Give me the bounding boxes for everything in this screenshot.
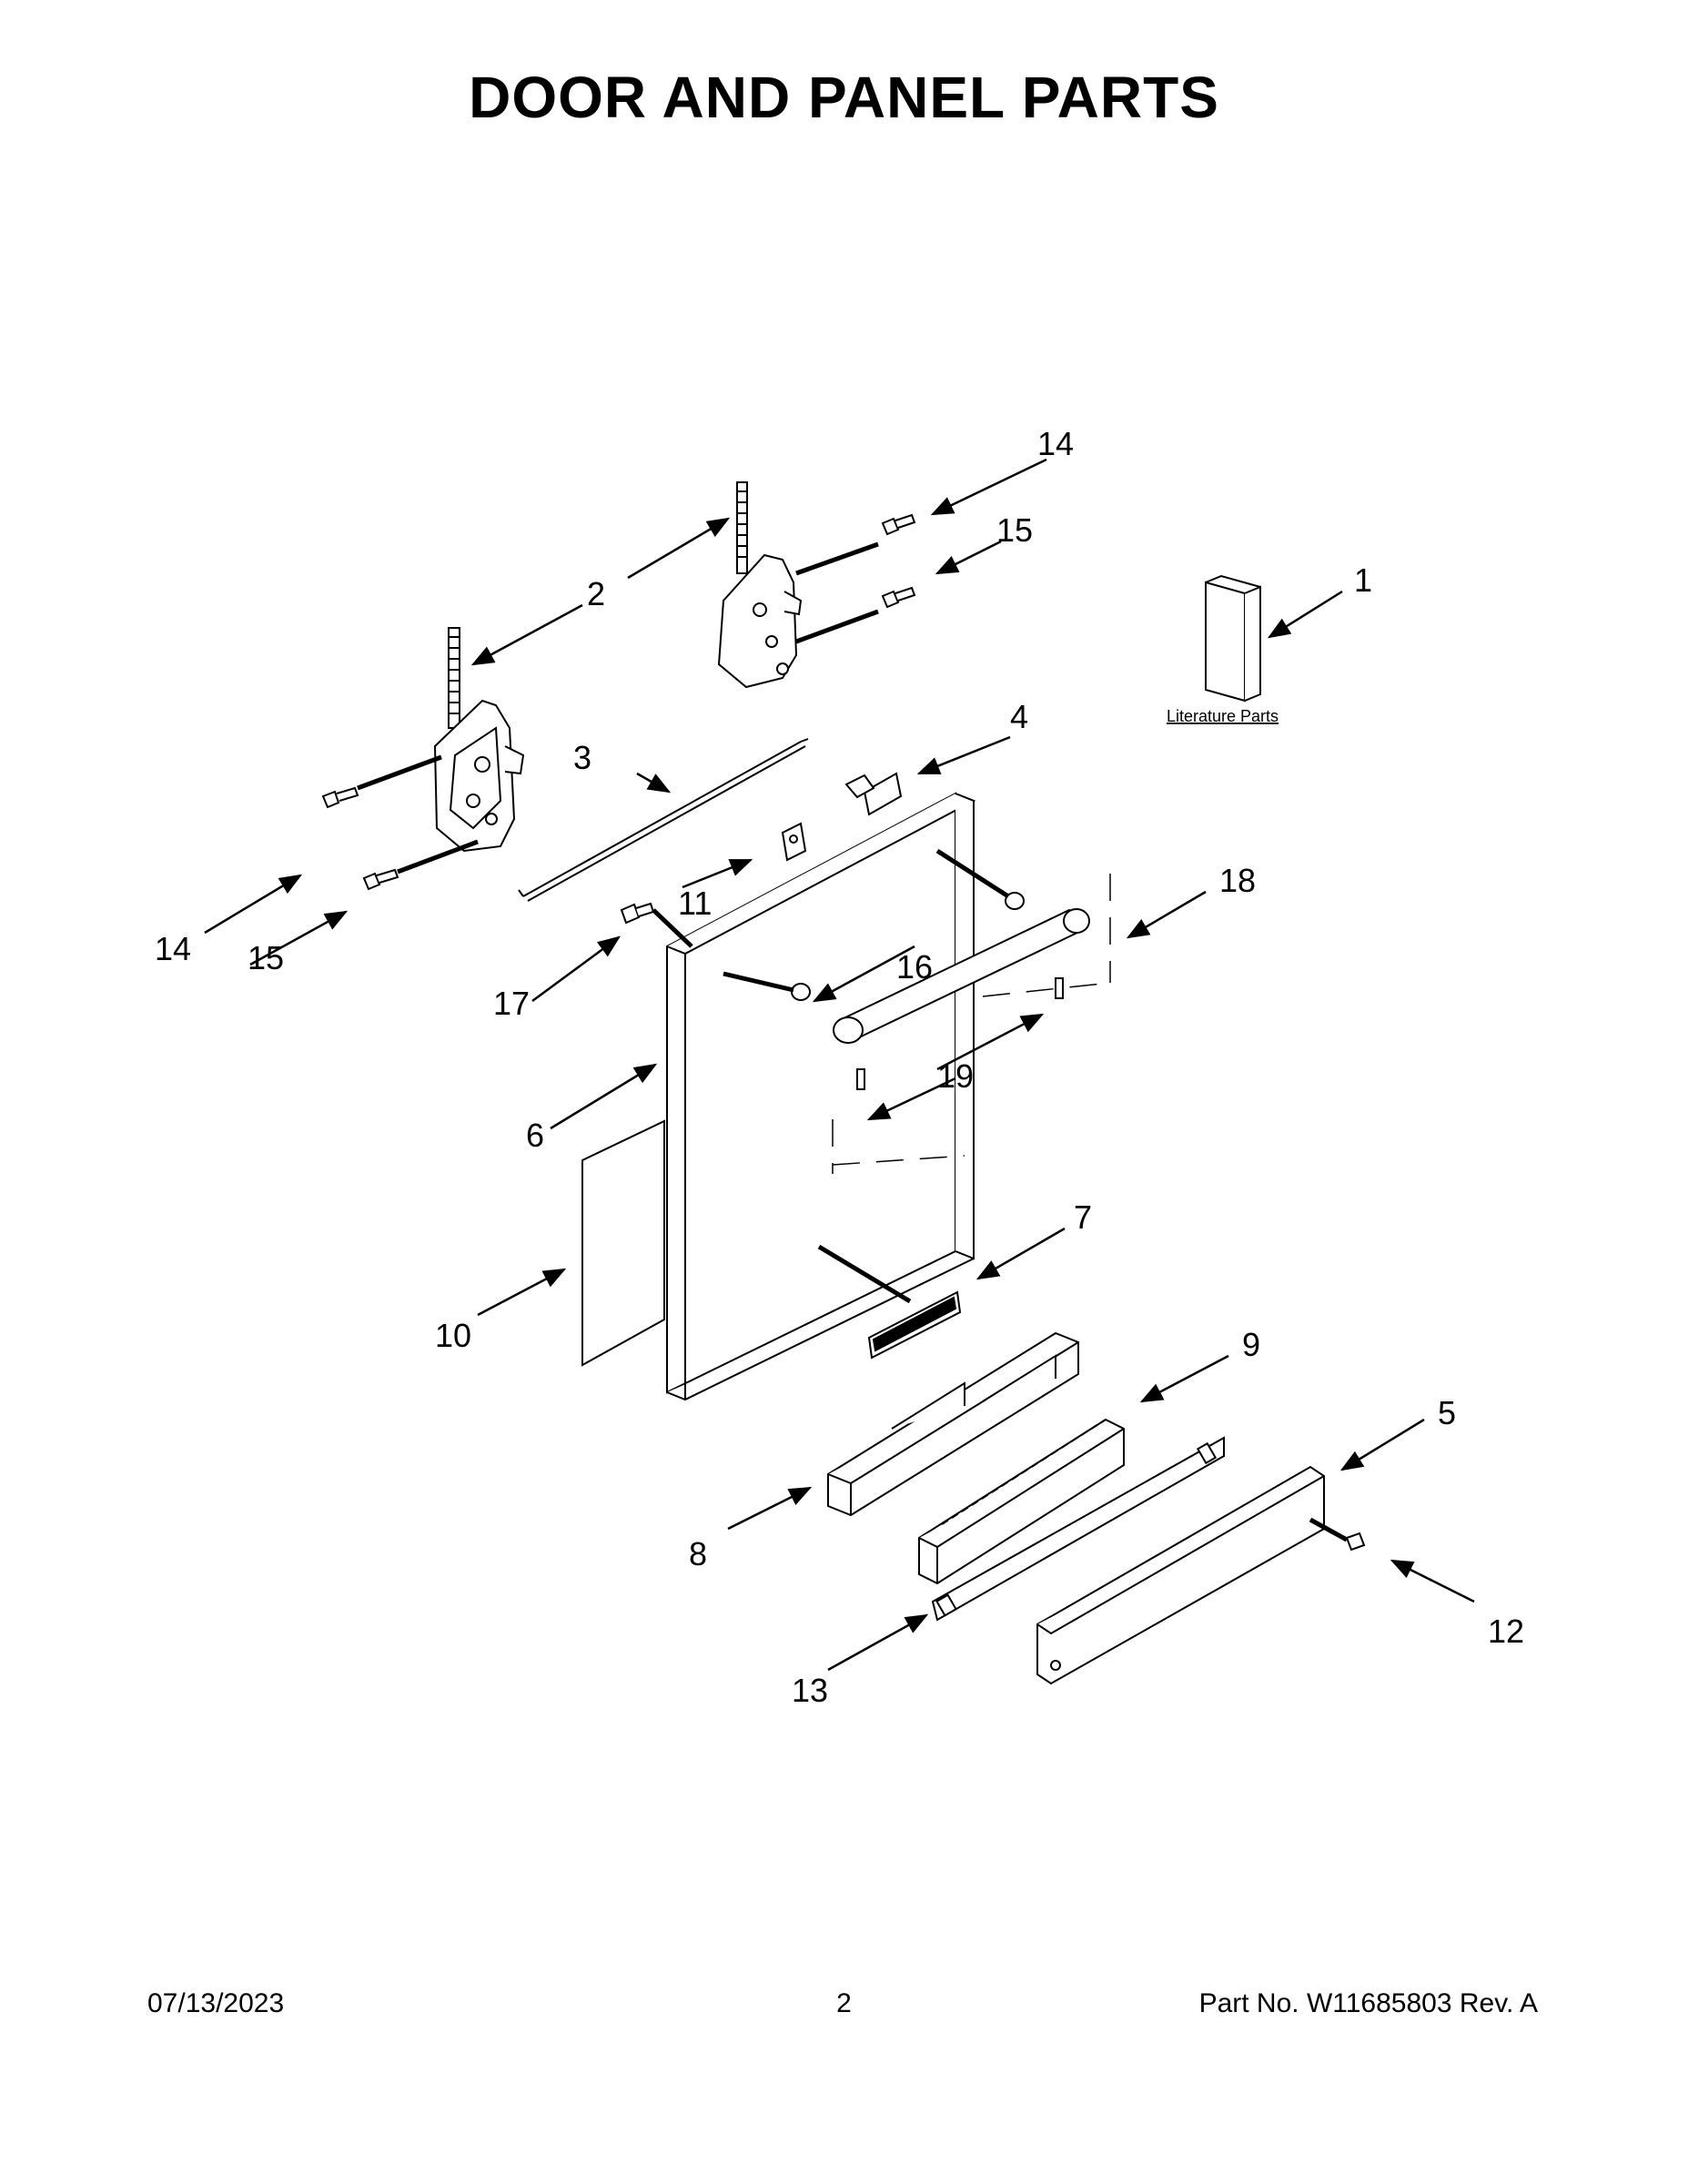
- badge-mount-line: [817, 1244, 912, 1304]
- callout-9: 9: [1242, 1326, 1260, 1363]
- screw-alignment-lines: [357, 541, 879, 875]
- callout-14-left: 14: [155, 930, 191, 967]
- callout-13: 13: [792, 1672, 828, 1709]
- screw-14-right: [881, 513, 916, 536]
- toe-panel-block-9: [918, 1418, 1125, 1585]
- footer-part-number: Part No. W11685803 Rev. A: [1198, 1988, 1538, 2018]
- callout-17: 17: [493, 985, 530, 1022]
- callout-labels: 1 2 3 4 5 6 7 8 9 10 11 12 13 14 14 15 1…: [155, 425, 1524, 1709]
- handle-dashed-outline: [832, 874, 1111, 1174]
- leader-arrows: [204, 458, 1475, 1672]
- callout-12: 12: [1488, 1613, 1524, 1650]
- screw-15-left: [362, 868, 399, 891]
- screw-12-line: [1309, 1517, 1349, 1542]
- callout-19: 19: [937, 1057, 974, 1095]
- screw-15-right: [881, 586, 916, 609]
- callout-4: 4: [1010, 698, 1028, 735]
- callout-18: 18: [1219, 862, 1256, 899]
- callout-1: 1: [1354, 561, 1372, 599]
- brand-badge: [867, 1290, 962, 1360]
- page-title: DOOR AND PANEL PARTS: [469, 65, 1219, 130]
- callout-8: 8: [689, 1535, 707, 1572]
- callout-11: 11: [678, 885, 712, 922]
- door-insulation-sheet: [581, 1119, 665, 1367]
- callout-14-right: 14: [1037, 425, 1074, 462]
- door-cable-rod: [518, 738, 809, 902]
- footer-page-number: 2: [836, 1988, 852, 2018]
- hinge-screws: [321, 513, 916, 891]
- callout-2: 2: [587, 575, 605, 612]
- callout-16: 16: [896, 948, 933, 986]
- callout-10: 10: [435, 1317, 471, 1354]
- screw-17-line: [652, 908, 693, 948]
- toe-panel-block-8: [827, 1331, 1079, 1517]
- callout-5: 5: [1438, 1394, 1456, 1431]
- callout-7: 7: [1074, 1198, 1092, 1236]
- right-hinge-assembly: [717, 481, 803, 689]
- callout-15-left: 15: [248, 939, 284, 976]
- callout-6: 6: [526, 1117, 544, 1154]
- footer-date: 07/13/2023: [147, 1988, 285, 2018]
- handle-mount-lines: [723, 848, 1010, 993]
- toe-panel-bracket-5: [1036, 1465, 1325, 1685]
- callout-3: 3: [573, 739, 591, 776]
- literature-parts-booklet: [1205, 574, 1261, 703]
- screw-14-left: [321, 786, 359, 809]
- door-screw-17: [620, 902, 655, 925]
- callout-15-right: 15: [996, 511, 1033, 549]
- latch-clip: [781, 822, 807, 862]
- bracket-screw-12: [1345, 1532, 1366, 1552]
- door-latch: [844, 772, 903, 816]
- handle-set-screws-19: [856, 977, 1064, 1090]
- literature-parts-label: Literature Parts: [1167, 707, 1279, 725]
- left-hinge-assembly: [433, 627, 525, 853]
- toe-panel-strip-13: [931, 1436, 1225, 1622]
